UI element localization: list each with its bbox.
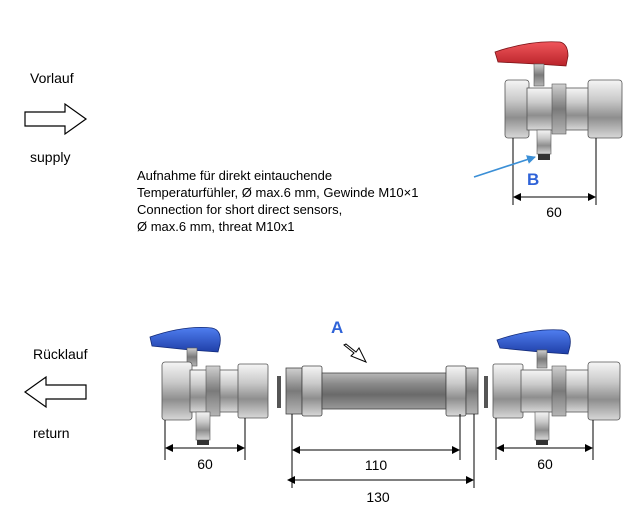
supply-arrow-icon bbox=[24, 102, 88, 136]
return-ball-valve-right bbox=[492, 329, 621, 445]
top-valve-dimension: 60 bbox=[546, 204, 562, 220]
spacer-inner-dimension: 110 bbox=[365, 457, 388, 473]
sensor-note-line-1: Aufnahme für direkt eintauchende bbox=[137, 168, 332, 183]
blue-handle-icon bbox=[149, 327, 221, 353]
pointer-a-arrow-icon bbox=[343, 343, 368, 363]
return-ball-valve-left bbox=[149, 327, 269, 445]
right-valve-dimension: 60 bbox=[537, 456, 553, 472]
sensor-note-line-4: Ø max.6 mm, threat M10x1 bbox=[137, 219, 295, 234]
point-a-label: A bbox=[331, 318, 343, 337]
sensor-pointer-arrow bbox=[473, 155, 536, 178]
return-label-de: Rücklauf bbox=[33, 346, 88, 362]
return-arrow-icon bbox=[23, 375, 87, 409]
red-handle-icon bbox=[494, 41, 569, 67]
spacer-pipe bbox=[277, 365, 488, 417]
supply-label-de: Vorlauf bbox=[30, 70, 74, 86]
return-label-en: return bbox=[33, 425, 70, 441]
supply-ball-valve bbox=[494, 41, 623, 160]
sensor-note-line-2: Temperaturfühler, Ø max.6 mm, Gewinde M1… bbox=[137, 185, 418, 200]
spacer-total-dimension: 130 bbox=[366, 489, 390, 505]
sensor-port-icon bbox=[536, 129, 552, 155]
left-valve-dimension: 60 bbox=[197, 456, 213, 472]
point-b-label: B bbox=[527, 170, 539, 189]
sensor-note-line-3: Connection for short direct sensors, bbox=[137, 202, 342, 217]
blue-handle-icon bbox=[496, 329, 571, 355]
supply-label-en: supply bbox=[30, 149, 70, 165]
